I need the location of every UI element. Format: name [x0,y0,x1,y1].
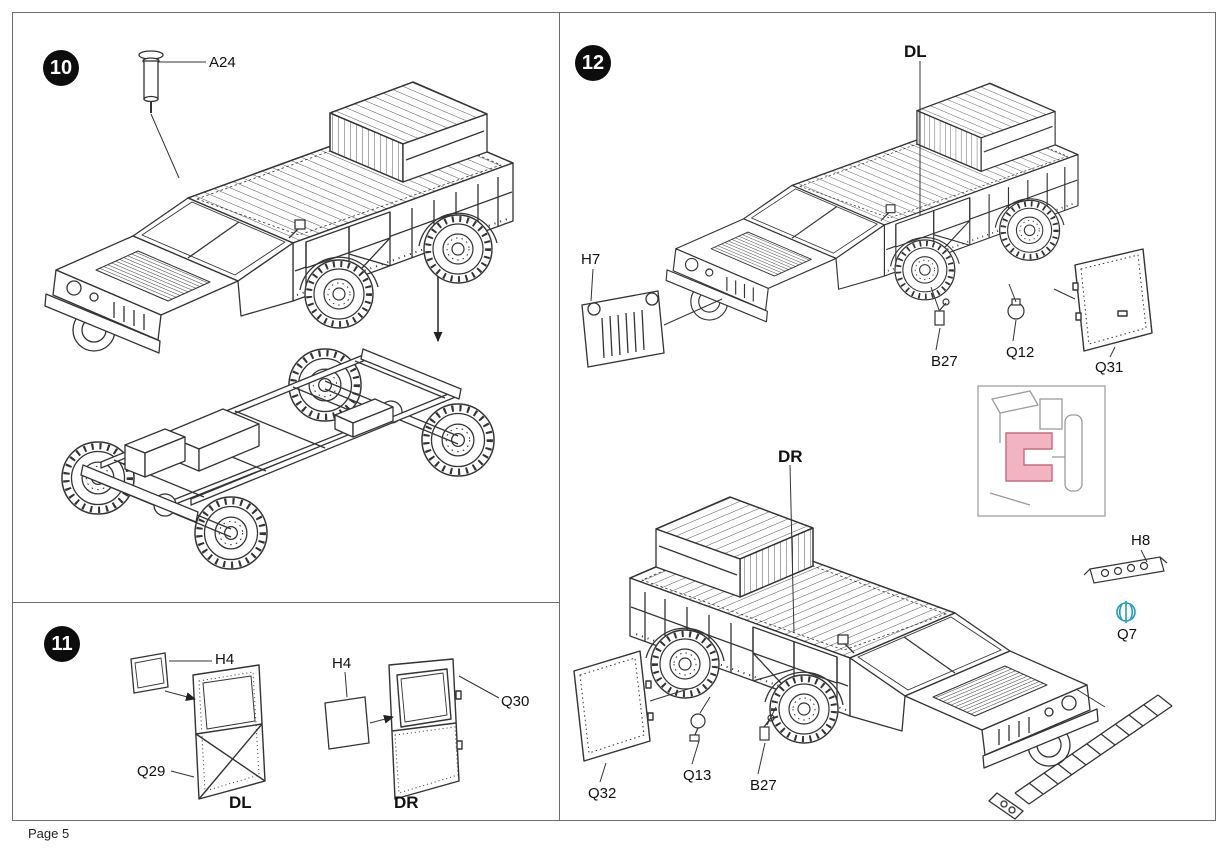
sheet-frame: 10 A24 [12,12,1216,821]
door-label-dr: DR [778,447,803,466]
leader-lines [164,660,500,778]
door-q32-drawing [573,650,654,762]
light-bar-h8-drawing [1083,556,1168,584]
step-10-illustration [13,50,559,602]
part-label-q30: Q30 [501,693,530,710]
q7-symbol-icon [1116,601,1136,623]
step-12-panel: 12 DL H7 B27 Q12 Q31 DR H8 Q7 Q32 Q13 B2… [559,13,1217,821]
part-label-q12: Q12 [1006,344,1035,361]
highlighted-part [1005,432,1053,482]
detail-inset [977,385,1106,517]
chassis-drawing [62,349,494,569]
step-number-badge: 12 [575,45,611,81]
part-label-q29: Q29 [137,763,166,780]
step-10-panel: 10 A24 [13,13,559,602]
step-12-illustration [573,61,1173,820]
brush-guard-rack-drawing [988,694,1173,820]
door-q31-drawing [1072,248,1153,352]
humvee-body-drawing [45,82,513,353]
page-number: Page 5 [28,826,70,841]
bracket-b27-top-drawing [934,298,950,326]
part-label-q31: Q31 [1095,359,1124,376]
step-number-badge: 11 [44,626,80,662]
door-dr-drawing [388,658,463,800]
part-label-h4-left: H4 [215,651,235,668]
part-label-q32: Q32 [588,785,617,802]
part-label-h7: H7 [581,251,601,268]
door-label-dl: DL [904,42,927,61]
grille-h7-drawing [581,290,665,368]
part-label-h8: H8 [1131,532,1151,549]
part-label-q13: Q13 [683,767,712,784]
leader-lines [590,61,1148,783]
step-11-illustration [130,652,500,800]
part-label-b27-top: B27 [931,353,958,370]
humvee-top-drawing [666,83,1078,321]
part-label-a24: A24 [209,54,236,71]
part-label-b27-bottom: B27 [750,777,777,794]
antenna-part-a24-drawing [138,50,164,113]
step-11-panel: 11 H4 Q29 DL H4 Q30 DR [13,602,559,821]
door-label-dr: DR [394,793,419,812]
part-label-h4-right: H4 [332,655,352,672]
door-label-dl: DL [229,793,252,812]
part-label-q7: Q7 [1117,626,1138,643]
glass-h4-right-drawing [324,696,370,750]
door-dl-drawing [192,664,266,800]
step-number-badge: 10 [43,50,79,86]
ring-q13-drawing [689,713,706,742]
glass-h4-left-drawing [130,652,169,694]
